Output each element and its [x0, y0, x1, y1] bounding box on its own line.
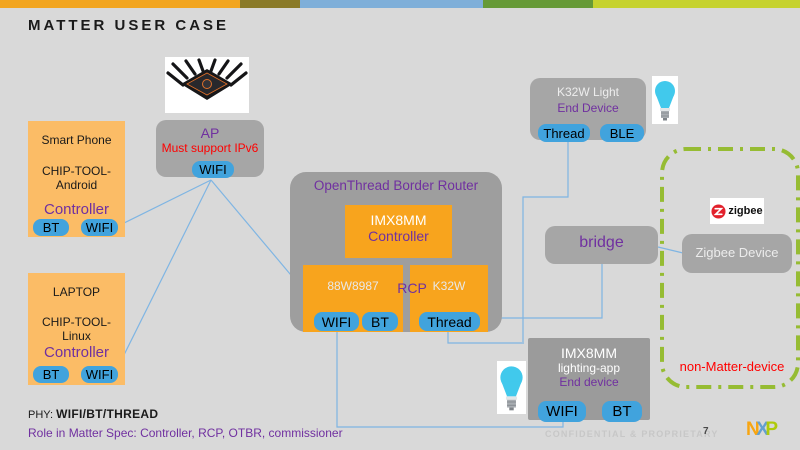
chip-wifi: WIFI [81, 366, 118, 383]
lighting-role: End device [559, 375, 619, 389]
router-image [165, 57, 249, 113]
confidential-footer: CONFIDENTIAL & PROPRIETARY [545, 429, 719, 439]
bulb-icon [497, 361, 526, 414]
chip-thread: Thread [538, 124, 590, 142]
bar-segment [300, 0, 483, 8]
chip-bt: BT [362, 312, 398, 331]
otbr-title: OpenThread Border Router [313, 178, 479, 193]
top-color-bar [0, 0, 800, 8]
bar-segment [0, 0, 240, 8]
node-k32w-light: K32W Light End Device Thread BLE [530, 78, 646, 142]
node-smart-phone: Smart Phone CHIP-TOOL- Android Controlle… [28, 121, 125, 237]
ap-note: Must support IPv6 [161, 141, 259, 155]
bar-segment [593, 0, 800, 8]
chip-wifi: WIFI [538, 401, 586, 422]
chip-wifi: WIFI [314, 312, 359, 331]
ap-title: AP [200, 125, 220, 141]
node-bridge: bridge [545, 226, 658, 264]
chip-wifi: WIFI [81, 219, 118, 236]
smart-phone-tool: CHIP-TOOL- Android [41, 164, 112, 192]
zigbee-logo-icon: zigbee [710, 198, 764, 224]
k32w-subtitle: End Device [557, 101, 619, 115]
node-laptop: LAPTOP CHIP-TOOL- Linux Controller BT WI… [28, 273, 125, 385]
nxp-logo: NXP [746, 419, 778, 440]
role-note: Role in Matter Spec: Controller, RCP, OT… [28, 426, 343, 440]
node-lighting-end-device: IMX8MM lighting-app End device WIFI BT [528, 338, 650, 422]
chip-ble: BLE [600, 124, 644, 142]
node-ap: AP Must support IPv6 WIFI [156, 120, 264, 178]
chip-bt: BT [602, 401, 642, 422]
bridge-title: bridge [579, 234, 624, 251]
chip-thread: Thread [419, 312, 480, 331]
lighting-subtitle: lighting-app [557, 361, 621, 375]
page-number: 7 [703, 426, 709, 437]
chip-bt: BT [33, 366, 69, 383]
node-zigbee-device: Zigbee Device [682, 234, 792, 273]
phy-note: PHY: WIFI/BT/THREAD [28, 407, 159, 421]
bar-segment [240, 0, 300, 8]
laptop-tool: CHIP-TOOL- Linux [41, 315, 112, 343]
k32w-title: K32W Light [556, 85, 620, 99]
smart-phone-role: Controller [43, 201, 110, 218]
bulb-icon [652, 76, 678, 124]
smart-phone-title: Smart Phone [41, 133, 112, 147]
chip-wifi: WIFI [192, 161, 234, 178]
otbr-rcp-label: RCP [397, 280, 427, 296]
lighting-title: IMX8MM [561, 345, 617, 361]
otbr-imx8mm-controller: IMX8MM Controller [345, 205, 452, 258]
laptop-title: LAPTOP [52, 285, 101, 299]
node-otbr: OpenThread Border Router IMX8MM Controll… [290, 172, 502, 332]
non-matter-label: non-Matter-device [679, 359, 785, 374]
page-title: MATTER USER CASE [28, 17, 230, 34]
chip-bt: BT [33, 219, 69, 236]
bar-segment [483, 0, 593, 8]
zigbee-device-title: Zigbee Device [695, 245, 779, 260]
laptop-role: Controller [43, 344, 110, 361]
